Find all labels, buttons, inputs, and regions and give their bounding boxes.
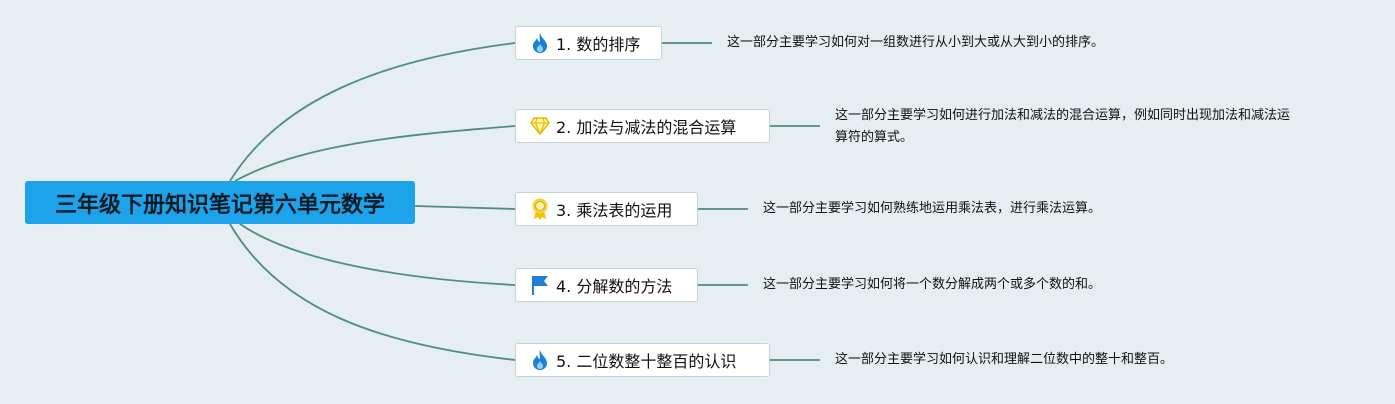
branch-note-4: 这一部分主要学习如何将一个数分解成两个或多个数的和。: [763, 277, 1102, 292]
branch-node-2[interactable]: 2. 加法与减法的混合运算: [515, 109, 770, 143]
connector-root-branch-2: [234, 125, 516, 182]
branch-label-2: 2. 加法与减法的混合运算: [556, 118, 737, 137]
branch-note-1: 这一部分主要学习如何对一组数进行从小到大或从大到小的排序。: [727, 35, 1105, 50]
branch-note-3: 这一部分主要学习如何熟练地运用乘法表，进行乘法运算。: [763, 201, 1102, 216]
diamond-icon: [530, 116, 550, 136]
branch-label-5: 5. 二位数整十整百的认识: [556, 352, 737, 371]
branch-node-4[interactable]: 4. 分解数的方法: [515, 268, 698, 302]
branch-label-1: 1. 数的排序: [556, 35, 641, 54]
connector-root-branch-1: [229, 42, 516, 182]
flag-icon: [530, 275, 550, 295]
branch-note-5: 这一部分主要学习如何认识和理解二位数中的整十和整百。: [835, 352, 1174, 367]
root-topic[interactable]: 三年级下册知识笔记第六单元数学: [25, 181, 415, 224]
connector-root-branch-3: [414, 205, 516, 210]
branch-label-4: 4. 分解数的方法: [556, 277, 673, 296]
award-icon: [530, 198, 550, 220]
root-title: 三年级下册知识笔记第六单元数学: [54, 192, 385, 218]
connector-root-branch-5: [229, 223, 516, 361]
branch-node-1[interactable]: 1. 数的排序: [515, 26, 662, 60]
branch-node-3[interactable]: 3. 乘法表的运用: [515, 192, 698, 226]
flame-icon: [530, 33, 550, 53]
branch-node-5[interactable]: 5. 二位数整十整百的认识: [515, 343, 770, 377]
branch-note-2: 这一部分主要学习如何进行加法和减法的混合运算，例如同时出现加法和减法运 算符的算…: [835, 108, 1291, 145]
connector-root-branch-4: [239, 223, 516, 286]
flame-icon: [530, 350, 550, 370]
branch-label-3: 3. 乘法表的运用: [556, 201, 673, 220]
